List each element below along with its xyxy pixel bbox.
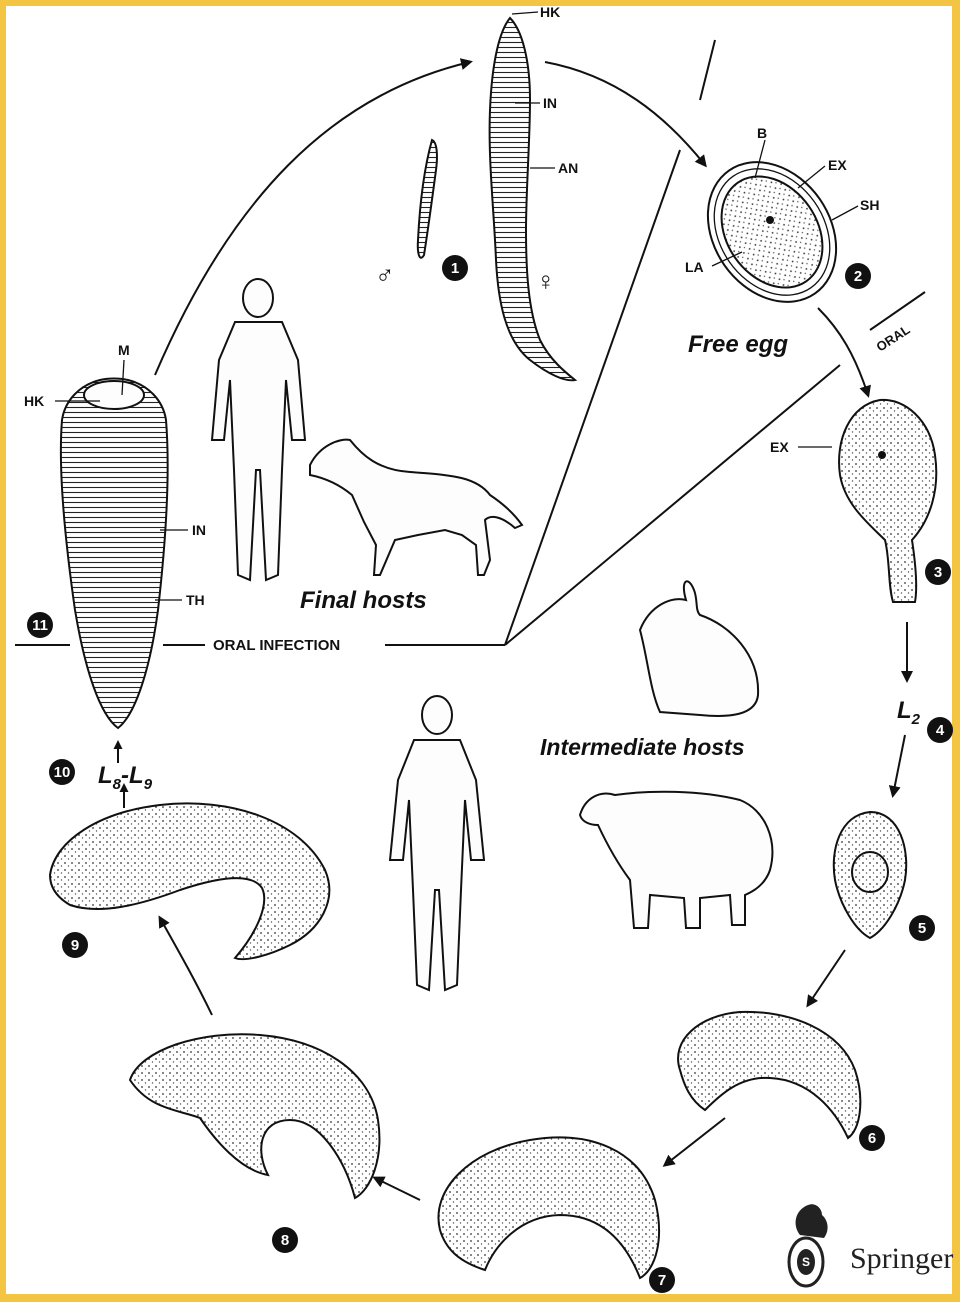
dog-final-host-icon [309,438,524,576]
svg-text:10: 10 [54,764,71,781]
label-free-egg: Free egg [688,331,788,358]
svg-text:5: 5 [918,920,926,937]
label-ex-larva: EX [770,439,789,455]
divider-to-oral [504,364,841,646]
label-in-left: IN [192,522,206,538]
label-l2: L2 [897,697,921,728]
label-intermediate-hosts: Intermediate hosts [540,734,745,760]
male-symbol: ♂ [375,259,395,289]
stage-badge-1: 1 [442,255,468,281]
stage-2-egg [706,161,838,303]
pointer-b [754,139,766,179]
label-l8-l9: L8-L9 [98,762,153,793]
label-th: TH [186,592,205,608]
stage-badge-8: 8 [272,1227,298,1253]
label-m: M [118,342,130,358]
stage-badge-3: 3 [925,559,951,585]
svg-text:11: 11 [32,617,48,634]
stage-badge-6: 6 [859,1125,885,1151]
pointer-m [121,359,125,396]
springer-wordmark: Springer [850,1242,953,1275]
stage-badge-11: 11 [27,612,53,638]
svg-text:9: 9 [71,937,79,954]
label-hk-left: HK [24,393,44,409]
pointer-sh [831,205,859,221]
stage-badge-9: 9 [62,932,88,958]
label-ex-egg: EX [828,157,847,173]
stage-7-larva [437,1136,661,1280]
divider-top-tick [699,39,716,101]
stage-badge-7: 7 [649,1267,675,1293]
label-final-hosts: Final hosts [300,587,427,614]
label-b: B [757,125,767,141]
stage-9-larva [48,802,331,961]
label-in-top: IN [543,95,557,111]
sheep-intermediate-host-icon [578,790,774,929]
stage-1-adult-worms [416,16,578,382]
stage-5-larva [832,810,908,940]
arrow-8-to-9 [158,915,213,1016]
stage-badge-10: 10 [49,759,75,785]
stage-badge-5: 5 [909,915,935,941]
label-hk-top: HK [540,4,560,20]
svg-text:3: 3 [934,564,942,581]
arrow-2-to-3 [817,307,871,398]
label-oral: ORAL [873,322,912,355]
stage-8-larva [128,1033,381,1200]
label-la: LA [685,259,704,275]
svg-text:S: S [802,1255,810,1269]
stage-11-adult-worm [59,377,169,730]
label-an: AN [558,160,578,176]
arrow-6-to-7 [662,1117,726,1167]
divider-oral-tick [869,291,926,331]
stage-6-larva [677,1010,862,1140]
human-intermediate-host-icon [388,695,486,992]
svg-text:2: 2 [854,268,862,285]
human-final-host-icon [210,278,307,582]
svg-text:7: 7 [658,1272,666,1289]
arrow-7-to-8 [372,1176,421,1201]
svg-text:6: 6 [868,1130,876,1147]
arrow-1-to-2 [544,61,707,168]
arrow-4-to-5 [888,734,906,798]
label-oral-infection: ORAL INFECTION [213,637,340,654]
female-symbol: ♀ [536,266,556,296]
stage-badge-2: 2 [845,263,871,289]
stage-3-larva [838,398,938,603]
springer-logo: S Springer [787,1204,953,1288]
divider-to-egg [504,149,681,646]
pointer-ex-egg [797,165,826,189]
arrow-5-to-6 [806,949,846,1008]
svg-text:8: 8 [281,1232,289,1249]
stage-badge-4: 4 [927,717,953,743]
svg-text:4: 4 [936,722,945,739]
pointer-hk-top [511,11,539,15]
rabbit-intermediate-host-icon [638,580,760,717]
svg-text:1: 1 [451,260,459,277]
pointer-la [711,251,743,267]
label-sh: SH [860,197,879,213]
arrow-11-to-1 [154,58,473,376]
springer-knight-icon: S [787,1204,828,1288]
